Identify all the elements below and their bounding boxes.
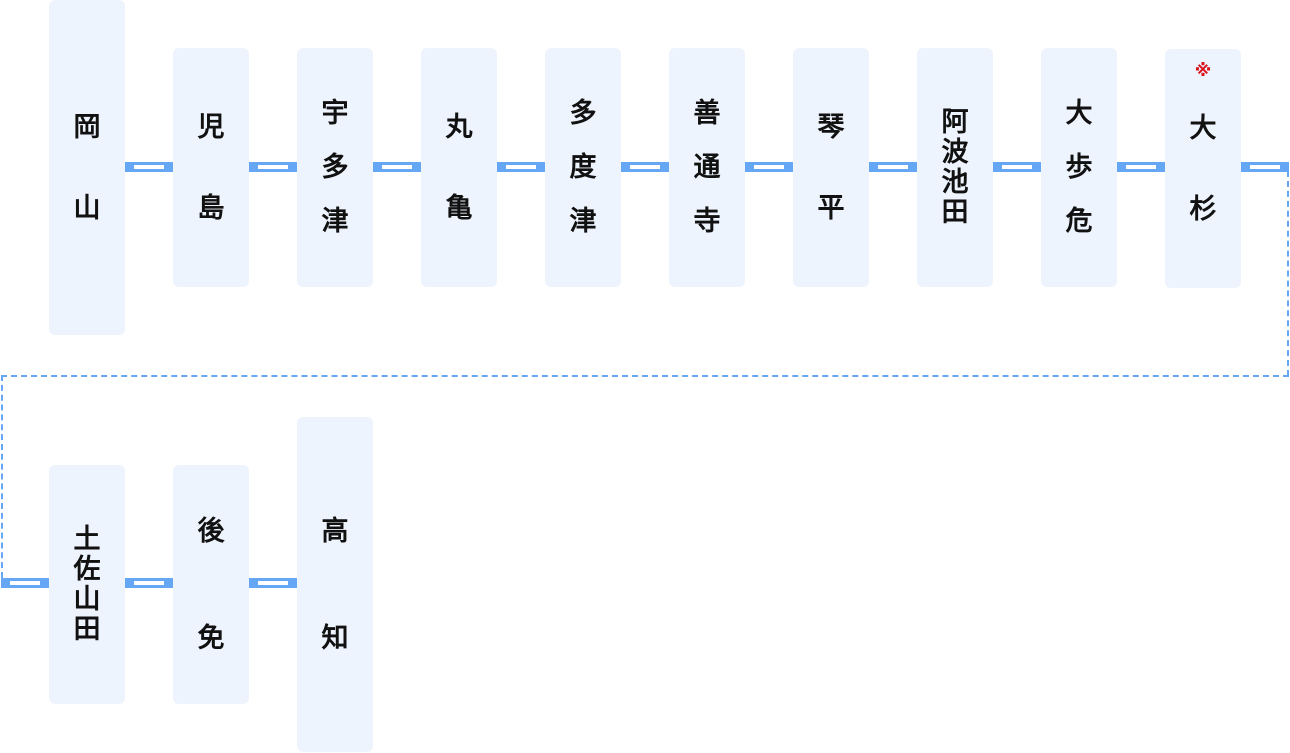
station-marugame: 丸 亀 <box>421 48 497 287</box>
station-char: 阿 <box>941 107 969 138</box>
track-segment <box>869 162 917 172</box>
station-gomen: 後 免 <box>173 465 249 704</box>
track-segment <box>1241 162 1289 172</box>
station-char: 池 <box>941 167 969 198</box>
station-zentsuji: 善 通 寺 <box>669 48 745 287</box>
station-char: 杉 <box>1189 193 1217 225</box>
station-char: 島 <box>197 192 225 224</box>
track-segment <box>497 162 545 172</box>
track-segment <box>249 578 297 588</box>
station-char: 山 <box>73 584 101 615</box>
station-char: 津 <box>569 206 597 237</box>
station-okayama: 岡 山 <box>49 0 125 335</box>
station-char: 危 <box>1065 206 1093 237</box>
station-kotohira: 琴 平 <box>793 48 869 287</box>
track-segment <box>993 162 1041 172</box>
connector-line <box>1 375 3 578</box>
station-char: 大 <box>1189 112 1217 144</box>
note-mark: ※ <box>1194 61 1212 81</box>
station-char: 土 <box>73 524 101 555</box>
track-segment <box>249 162 297 172</box>
station-char: 岡 <box>73 111 101 143</box>
station-char: 琴 <box>817 111 845 143</box>
station-oboke: 大 歩 危 <box>1041 48 1117 287</box>
station-char: 通 <box>693 152 721 183</box>
station-kojima: 児 島 <box>173 48 249 287</box>
station-tadotsu: 多 度 津 <box>545 48 621 287</box>
station-char: 免 <box>197 622 225 654</box>
station-char: 歩 <box>1065 152 1093 183</box>
station-awaikeda: 阿 波 池 田 <box>917 48 993 287</box>
station-char: 知 <box>321 622 349 654</box>
track-segment <box>621 162 669 172</box>
track-segment <box>1117 162 1165 172</box>
station-kochi: 高 知 <box>297 417 373 752</box>
track-segment <box>1 578 49 588</box>
track-segment <box>125 162 173 172</box>
station-osugi: ※ 大 杉 <box>1165 49 1241 288</box>
connector-line <box>1287 171 1289 376</box>
station-char: 宇 <box>321 98 349 129</box>
station-char: 後 <box>197 515 225 547</box>
track-segment <box>373 162 421 172</box>
station-char: 高 <box>321 515 349 547</box>
station-char: 善 <box>693 98 721 129</box>
station-char: 波 <box>941 137 969 168</box>
track-segment <box>745 162 793 172</box>
station-char: 亀 <box>445 192 473 224</box>
station-char: 丸 <box>445 111 473 143</box>
station-tosayamada: 土 佐 山 田 <box>49 465 125 704</box>
track-segment <box>125 578 173 588</box>
station-char: 田 <box>941 197 969 228</box>
station-char: 児 <box>197 111 225 143</box>
station-char: 大 <box>1065 98 1093 129</box>
station-char: 多 <box>569 98 597 129</box>
station-char: 度 <box>569 152 597 183</box>
station-utazu: 宇 多 津 <box>297 48 373 287</box>
station-char: 山 <box>73 192 101 224</box>
station-char: 寺 <box>693 206 721 237</box>
station-char: 佐 <box>73 554 101 585</box>
connector-line <box>1 375 1289 377</box>
station-char: 平 <box>817 192 845 224</box>
station-char: 多 <box>321 152 349 183</box>
station-char: 田 <box>73 614 101 645</box>
station-char: 津 <box>321 206 349 237</box>
